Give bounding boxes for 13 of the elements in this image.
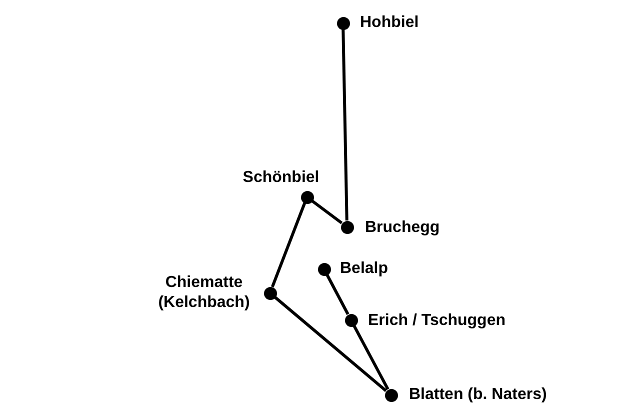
route-line	[270, 202, 306, 288]
route-line	[311, 200, 343, 224]
place-label: Schönbiel	[242, 168, 320, 188]
route-line	[352, 325, 390, 390]
route-line	[342, 29, 348, 221]
route-line	[274, 296, 387, 392]
place-label: Bruchegg	[365, 218, 440, 238]
place-label: Erich / Tschuggen	[368, 311, 506, 331]
place-label: Hohbiel	[360, 13, 419, 33]
place-label: Chiematte (Kelchbach)	[157, 273, 251, 313]
place-label: Belalp	[340, 259, 388, 279]
route-line	[326, 274, 350, 315]
place-label: Blatten (b. Naters)	[409, 385, 547, 405]
